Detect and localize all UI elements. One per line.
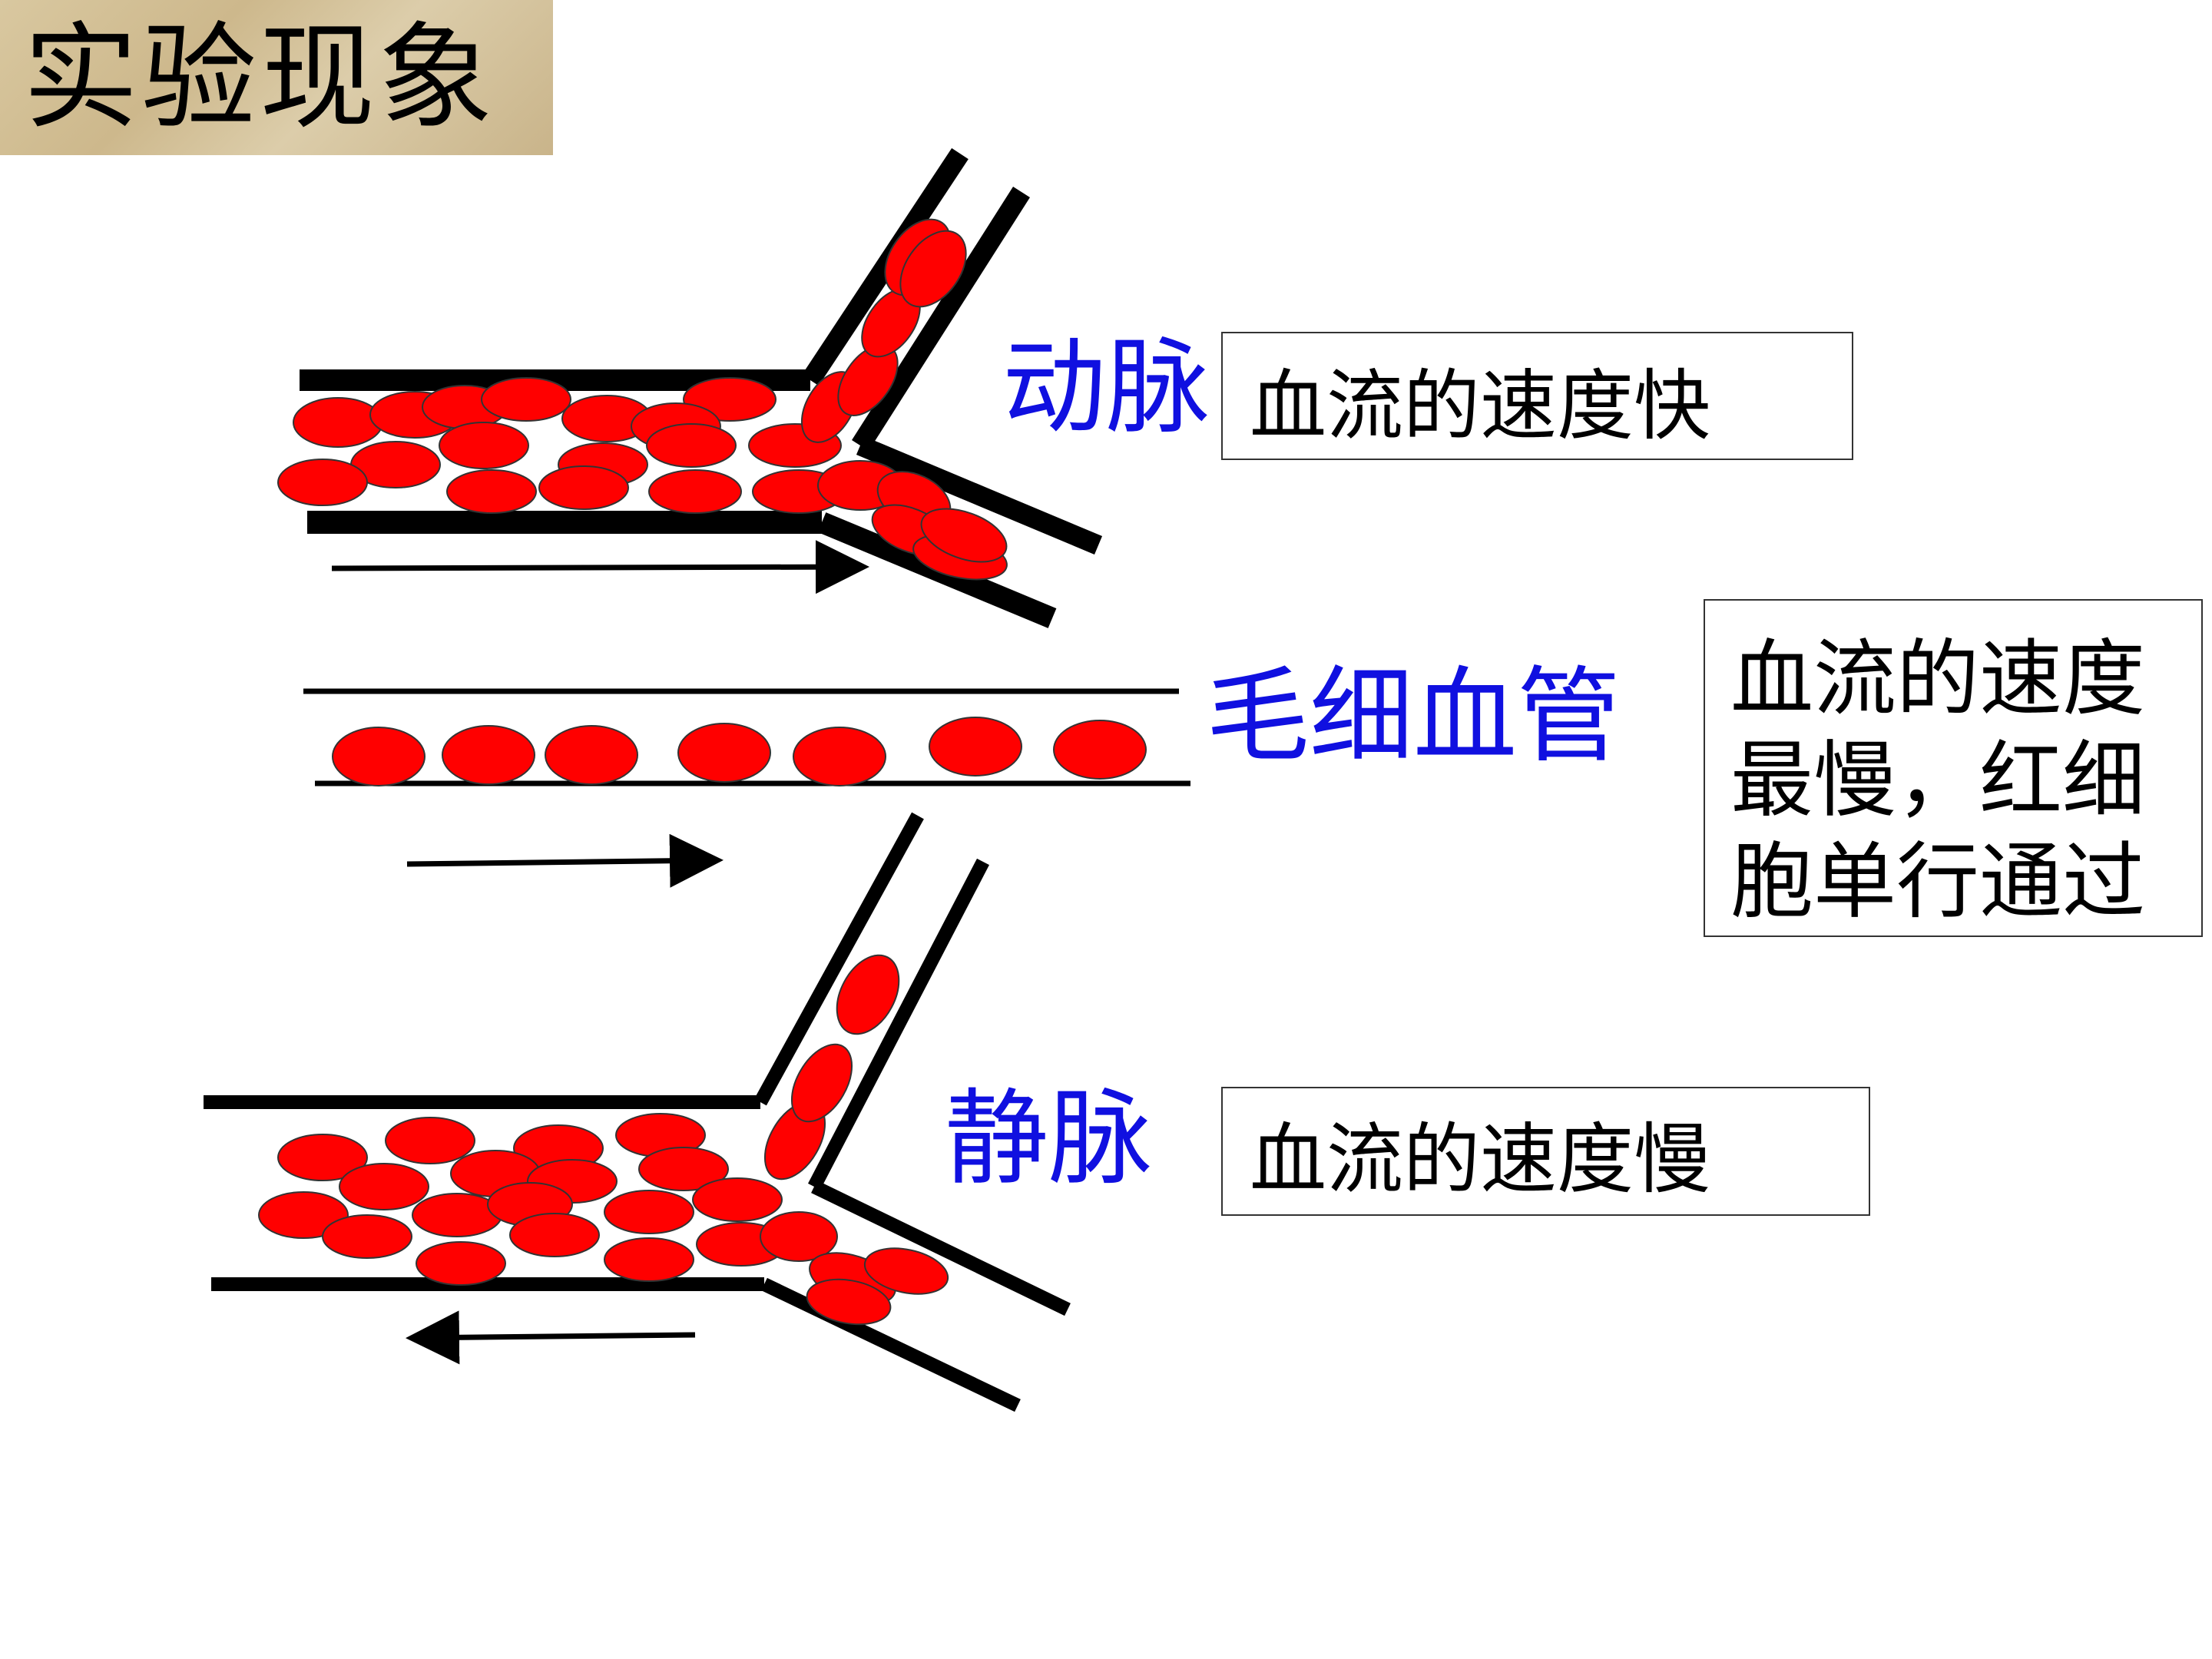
vein-vessel (204, 812, 1071, 1412)
vein-lower-branch-upper (811, 1180, 1071, 1316)
red-blood-cell (258, 1191, 349, 1239)
red-blood-cell (863, 1247, 949, 1295)
vein-red-cells (258, 954, 949, 1326)
red-blood-cell (481, 377, 571, 422)
red-blood-cell (277, 459, 368, 506)
red-blood-cell (322, 1214, 412, 1259)
red-blood-cell (545, 725, 638, 785)
capillary-description-line: 胞单行通过 (1730, 834, 2146, 930)
artery-lower-branch-upper (856, 436, 1103, 555)
red-blood-cell (920, 508, 1008, 563)
red-blood-cell (446, 469, 537, 514)
vein-lower-branch-lower (761, 1277, 1021, 1412)
red-blood-cell (604, 1237, 694, 1282)
capillary-flow-arrow (406, 833, 724, 888)
vein-description-box: 血流的速度慢 (1221, 1087, 1870, 1216)
red-blood-cell (439, 422, 529, 469)
artery-flow-arrow (331, 540, 869, 594)
vein-top-wall-branch (754, 812, 924, 1106)
capillary-description-box: 血流的速度 最慢，红细 胞单行通过 (1704, 599, 2203, 937)
red-blood-cell (929, 717, 1022, 777)
vein-branch-outer (808, 858, 989, 1190)
red-blood-cell (648, 469, 742, 514)
vein-flow-arrow (406, 1310, 696, 1365)
red-blood-cell (760, 1211, 838, 1262)
red-blood-cell (509, 1213, 600, 1257)
vein-description: 血流的速度慢 (1250, 1114, 1710, 1204)
red-blood-cell (442, 725, 535, 785)
red-blood-cell (277, 1134, 368, 1181)
artery-branch-outer (852, 187, 1030, 451)
page-title: 实验现象 (23, 12, 497, 145)
red-blood-cell (538, 465, 629, 510)
red-blood-cell (836, 954, 900, 1035)
artery-vessel (300, 147, 1103, 628)
capillary-red-cells (332, 717, 1147, 786)
vein-label: 静脉 (945, 1078, 1152, 1199)
red-blood-cell (1053, 720, 1147, 780)
red-blood-cell (385, 1117, 475, 1164)
red-blood-cell (604, 1190, 694, 1234)
artery-description: 血流的速度快 (1250, 361, 1710, 451)
red-blood-cell (692, 1177, 783, 1222)
artery-label: 动脉 (1002, 327, 1210, 448)
red-blood-cell (793, 727, 886, 786)
red-blood-cell (899, 230, 967, 308)
red-blood-cell (677, 723, 771, 783)
capillary-description-line: 血流的速度 (1730, 631, 2146, 727)
red-blood-cell (293, 397, 383, 448)
red-blood-cell (646, 423, 737, 468)
capillary-description-line: 最慢，红细 (1730, 733, 2146, 829)
red-blood-cell (806, 1278, 892, 1326)
red-blood-cell (790, 1043, 853, 1123)
red-blood-cell (416, 1241, 506, 1286)
red-blood-cell (332, 727, 426, 786)
title-banner: 实验现象 (0, 0, 553, 155)
artery-red-cells (277, 218, 1008, 581)
red-blood-cell (638, 1147, 729, 1191)
artery-description-box: 血流的速度快 (1221, 332, 1853, 460)
capillary-label: 毛细血管 (1206, 656, 1621, 777)
red-blood-cell (339, 1163, 429, 1210)
capillary-vessel (303, 688, 1190, 786)
